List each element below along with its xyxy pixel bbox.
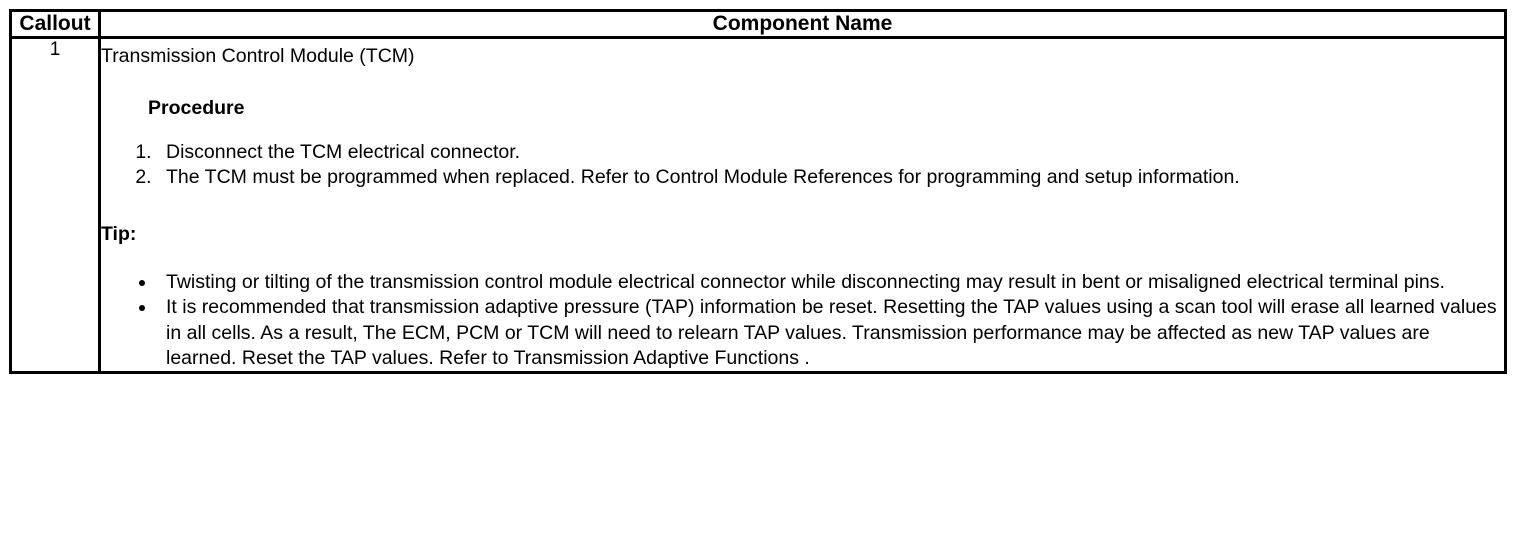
callout-number: 1 — [9, 36, 101, 375]
component-description-cell: Transmission Control Module (TCM) Proced… — [98, 36, 1507, 375]
table-header-row: Callout Component Name — [9, 8, 1507, 40]
column-header-callout: Callout — [9, 8, 101, 40]
procedure-heading: Procedure — [148, 97, 245, 120]
procedure-step: Disconnect the TCM electrical connector. — [157, 140, 1504, 165]
tip-item: Twisting or tilting of the transmission … — [157, 270, 1504, 295]
tip-heading: Tip: — [101, 222, 137, 245]
column-header-component-name: Component Name — [98, 8, 1507, 40]
tip-item: It is recommended that transmission adap… — [157, 295, 1504, 371]
procedure-list: Disconnect the TCM electrical connector.… — [101, 140, 1504, 191]
tip-list: Twisting or tilting of the transmission … — [101, 270, 1504, 371]
component-table: Callout Component Name 1 Transmission Co… — [9, 8, 1507, 375]
table-header: Callout Component Name — [9, 8, 1507, 40]
table-body: 1 Transmission Control Module (TCM) Proc… — [9, 36, 1507, 375]
table-row: 1 Transmission Control Module (TCM) Proc… — [9, 36, 1507, 375]
procedure-step: The TCM must be programmed when replaced… — [157, 165, 1504, 190]
component-title: Transmission Control Module (TCM) — [101, 45, 415, 68]
